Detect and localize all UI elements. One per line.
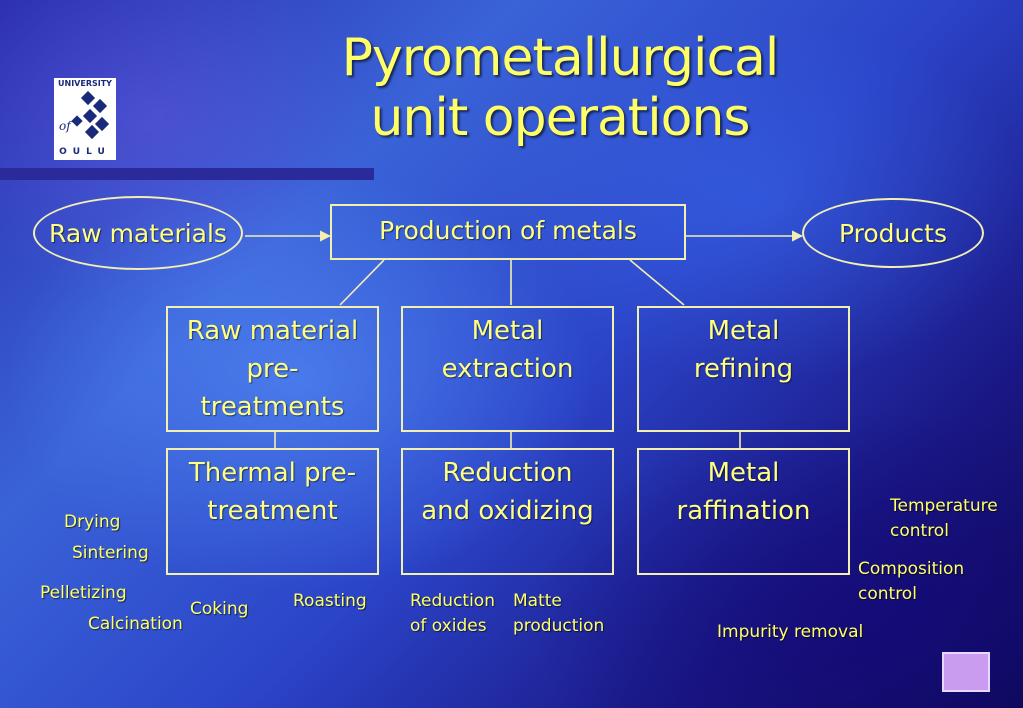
label-roasting: Roasting bbox=[293, 591, 367, 611]
raw-materials-label: Raw materials bbox=[49, 218, 227, 248]
link-production-refining bbox=[629, 259, 685, 306]
slide-nav-button[interactable] bbox=[942, 652, 990, 692]
label-impurity-removal: Impurity removal bbox=[717, 622, 864, 642]
label-matte-production: Matte production bbox=[513, 589, 604, 639]
pretreatments-line-2: pre- bbox=[246, 354, 299, 384]
metal-extraction-node: Metal extraction bbox=[401, 306, 614, 432]
thermal-line-1: Thermal pre- bbox=[188, 458, 357, 488]
label-sintering: Sintering bbox=[72, 543, 149, 563]
label-calcination: Calcination bbox=[88, 614, 183, 634]
label-coking: Coking bbox=[190, 599, 249, 619]
link-production-pretreatments bbox=[339, 259, 385, 306]
label-reduction-of-oxides: Reduction of oxides bbox=[410, 589, 495, 639]
composition-line-1: Composition bbox=[858, 559, 965, 579]
metal-raffination-node: Metal raffination bbox=[637, 448, 850, 575]
temperature-line-2: control bbox=[890, 521, 949, 541]
label-temperature-control: Temperature control bbox=[890, 494, 998, 544]
reduction-oxidizing-node: Reduction and oxidizing bbox=[401, 448, 614, 575]
label-pelletizing: Pelletizing bbox=[40, 583, 127, 603]
logo-of-text: of bbox=[59, 119, 71, 133]
reduction-oxides-line-1: Reduction bbox=[410, 591, 495, 611]
reduction-oxides-line-2: of oxides bbox=[410, 616, 487, 636]
pretreatments-line-1: Raw material bbox=[186, 316, 359, 346]
thermal-line-2: treatment bbox=[207, 496, 338, 526]
refining-line-2: refining bbox=[693, 354, 794, 384]
thermal-pretreatment-node: Thermal pre- treatment bbox=[166, 448, 379, 575]
production-of-metals-label: Production of metals bbox=[379, 216, 637, 245]
label-drying: Drying bbox=[64, 512, 121, 532]
title-rule bbox=[0, 168, 374, 180]
production-of-metals-node: Production of metals bbox=[330, 204, 686, 260]
extraction-line-1: Metal bbox=[471, 316, 544, 346]
extraction-line-2: extraction bbox=[441, 354, 574, 384]
temperature-line-1: Temperature bbox=[890, 496, 998, 516]
title-line-2: unit operations bbox=[370, 88, 750, 148]
matte-line-2: production bbox=[513, 616, 605, 636]
title-line-1: Pyrometallurgical bbox=[341, 28, 780, 88]
label-composition-control: Composition control bbox=[858, 557, 964, 607]
reduction-line-1: Reduction bbox=[442, 458, 573, 488]
university-logo: UNIVERSITY of OULU bbox=[54, 78, 116, 160]
pretreatments-line-3: treatments bbox=[200, 392, 345, 422]
reduction-line-2: and oxidizing bbox=[421, 496, 594, 526]
logo-oulu-text: OULU bbox=[59, 147, 111, 157]
products-node: Products bbox=[802, 198, 984, 268]
composition-line-2: control bbox=[858, 584, 917, 604]
logo-university-text: UNIVERSITY bbox=[58, 79, 112, 88]
metal-refining-node: Metal refining bbox=[637, 306, 850, 432]
matte-line-1: Matte bbox=[513, 591, 562, 611]
products-label: Products bbox=[839, 218, 947, 248]
pretreatments-node: Raw material pre- treatments bbox=[166, 306, 379, 432]
raffination-line-1: Metal bbox=[707, 458, 780, 488]
raw-materials-node: Raw materials bbox=[33, 196, 243, 270]
logo-mark-icon bbox=[71, 91, 110, 140]
raffination-line-2: raffination bbox=[676, 496, 811, 526]
refining-line-1: Metal bbox=[707, 316, 780, 346]
page-title: Pyrometallurgical unit operations bbox=[300, 28, 820, 148]
